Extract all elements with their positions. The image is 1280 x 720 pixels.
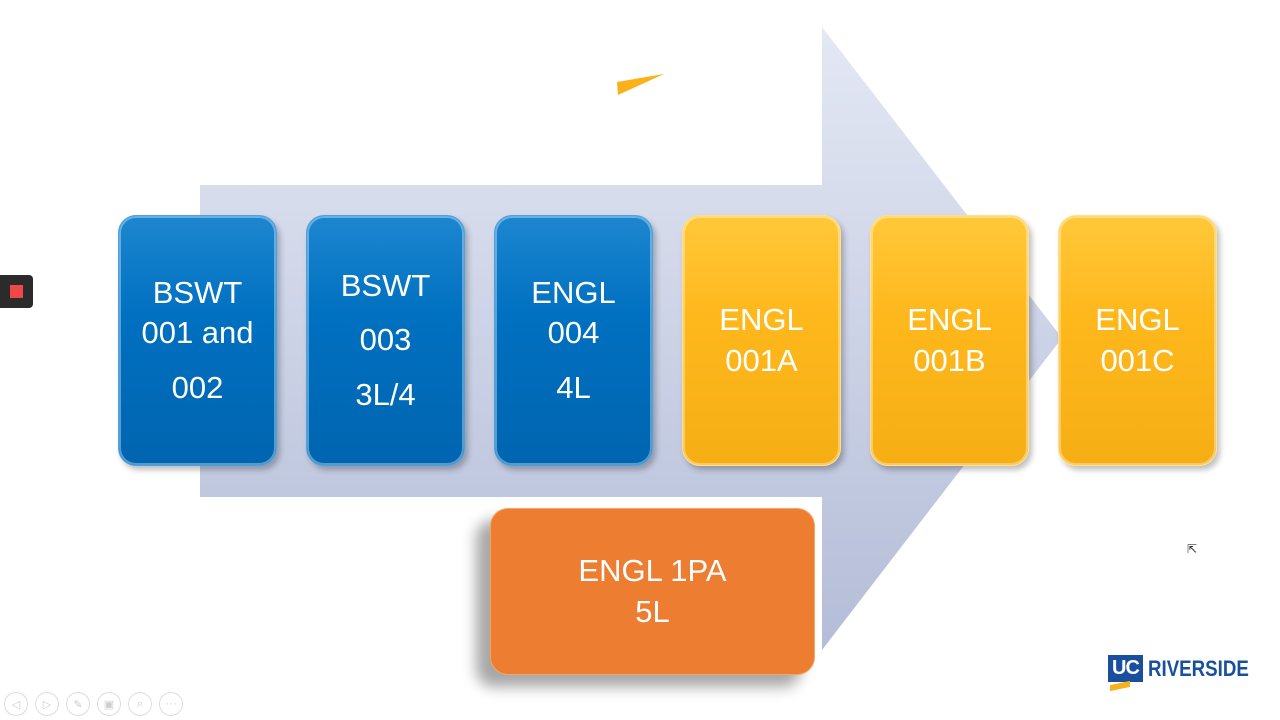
logo-uc: UC	[1108, 655, 1143, 682]
slideshow-toolbar: ◁ ▷ ✎ ▣ ⌕ ···	[4, 692, 183, 716]
course-box-engl-001c: ENGL 001C	[1058, 215, 1217, 466]
more-icon[interactable]: ···	[159, 692, 183, 716]
course-box-engl-001b: ENGL 001B	[870, 215, 1029, 466]
gold-sliver-shape	[617, 74, 664, 95]
course-box-engl-1pa: ENGL 1PA 5L	[490, 508, 815, 675]
slides-icon[interactable]: ▣	[97, 692, 121, 716]
box-line: ENGL	[719, 302, 804, 338]
course-box-bswt-003: BSWT 003 3L/4	[306, 215, 465, 466]
box-line: 003	[359, 322, 412, 358]
course-box-engl-001a: ENGL 001A	[682, 215, 841, 466]
mouse-cursor-icon: ⇱	[1187, 542, 1198, 556]
zoom-icon[interactable]: ⌕	[128, 692, 152, 716]
course-box-bswt-001-002: BSWT 001 and 002	[118, 215, 277, 466]
logo-name: RIVERSIDE	[1147, 655, 1249, 681]
box-line: ENGL	[1095, 302, 1180, 338]
uc-riverside-logo: UC RIVERSIDE	[1108, 655, 1266, 682]
previous-icon[interactable]: ◁	[4, 692, 28, 716]
box-line: 001C	[1100, 342, 1175, 378]
box-line: ENGL 1PA	[578, 553, 727, 589]
box-line: 001B	[913, 342, 986, 378]
box-line: BSWT	[152, 275, 243, 311]
stop-recording-button[interactable]	[0, 275, 33, 308]
box-line: ENGL	[907, 302, 992, 338]
box-line: 5L	[635, 593, 670, 629]
box-line: 3L/4	[355, 376, 416, 412]
next-icon[interactable]: ▷	[35, 692, 59, 716]
stop-icon	[10, 285, 23, 298]
box-line: 001 and	[141, 315, 254, 351]
box-line: 002	[171, 369, 224, 405]
box-line: 4L	[556, 369, 591, 405]
box-line: ENGL	[531, 275, 616, 311]
course-box-engl-004: ENGL 004 4L	[494, 215, 653, 466]
pen-icon[interactable]: ✎	[66, 692, 90, 716]
box-line: BSWT	[340, 268, 431, 304]
box-line: 001A	[725, 342, 798, 378]
box-line: 004	[547, 315, 600, 351]
